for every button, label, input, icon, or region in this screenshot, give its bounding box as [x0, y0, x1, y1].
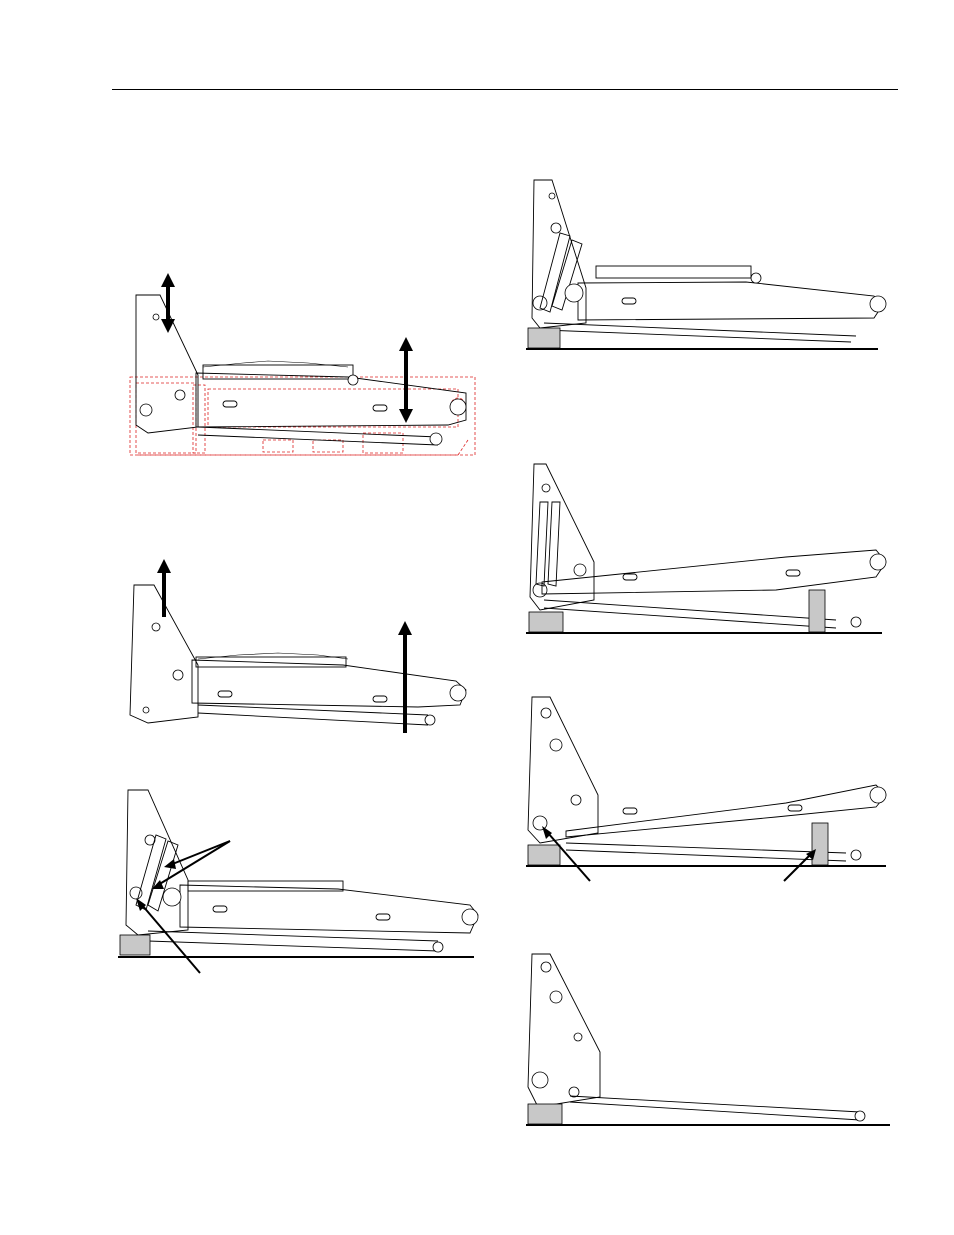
- pivot-pin: [533, 816, 547, 830]
- boom-arm: [566, 785, 886, 837]
- double-arrow-right: [399, 337, 413, 423]
- figure-pin-support-pointers: [526, 695, 890, 887]
- up-arrow-right: [398, 621, 412, 733]
- header-rule: [112, 89, 898, 90]
- figure-link-only: [526, 952, 892, 1132]
- support-block: [529, 612, 563, 632]
- boom-arm: [180, 885, 478, 933]
- figure-cylinder-pointers: [118, 785, 478, 985]
- figure-boom-on-support: [526, 462, 886, 638]
- support-block: [528, 1104, 562, 1124]
- figure-boom-on-block: [526, 178, 882, 353]
- double-arrow-left: [161, 273, 175, 333]
- boom-support-stand: [812, 823, 828, 865]
- figure-boom-raise-arrows: [118, 555, 488, 740]
- figure-boom-lift-arrows: [118, 265, 498, 485]
- lower-link: [570, 1096, 860, 1112]
- up-arrow-left: [157, 559, 171, 617]
- support-block: [120, 935, 150, 955]
- support-block: [528, 328, 560, 348]
- support-block: [528, 845, 560, 865]
- boom-arm: [196, 373, 466, 427]
- boom-arm: [578, 282, 882, 320]
- boom-support-stand: [809, 590, 825, 632]
- ghost-outline: [130, 377, 475, 455]
